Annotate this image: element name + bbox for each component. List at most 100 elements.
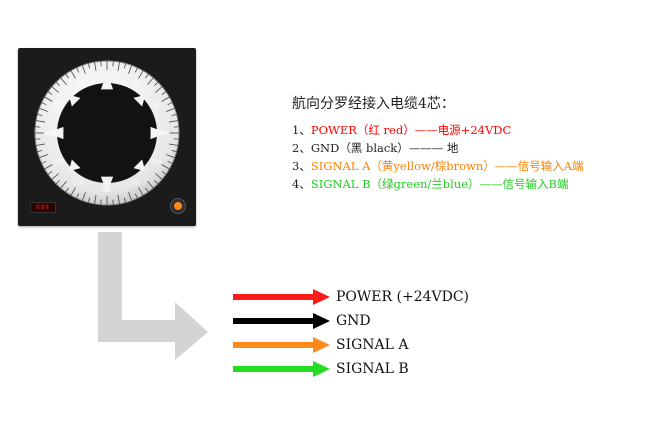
dial-tick — [145, 73, 149, 79]
dial-tick — [39, 107, 48, 112]
wire-desc: （黄yellow/棕brown）——信号输入A端 — [370, 159, 584, 173]
legend-label: GND — [336, 313, 371, 329]
dial-tick — [155, 86, 163, 93]
dial-tick — [37, 113, 43, 117]
orange-arrow-icon — [233, 337, 330, 353]
dial-tick — [94, 62, 97, 72]
black-arrow-icon — [233, 313, 330, 329]
dial-tick — [161, 91, 167, 95]
dial-tick — [167, 102, 173, 106]
dial-tick — [41, 102, 47, 106]
wire-power: 1、POWER（红 red）——电源+24VDC — [292, 121, 584, 139]
adjust-knob[interactable] — [170, 198, 186, 214]
dial-tick — [44, 96, 53, 102]
wire-gnd: 2、GND（黑 black）——— 地 — [292, 139, 584, 157]
dial-label: 330 — [74, 82, 84, 88]
dial-label: 150 — [131, 180, 141, 186]
dial-label: 0 — [105, 74, 108, 80]
dial-label: 120 — [152, 160, 162, 166]
dial-tick — [161, 171, 167, 175]
dial-tick — [70, 70, 76, 79]
dial-label: 30 — [132, 82, 138, 88]
dial-label: 60 — [153, 103, 159, 109]
dial-tick — [154, 180, 159, 185]
dial-tick — [147, 181, 154, 189]
wire-desc: （黑 black）——— 地 — [339, 141, 459, 155]
dial-tick — [65, 187, 69, 193]
dial-tick — [168, 143, 178, 146]
wire-number: 2、 — [292, 141, 311, 155]
dial-label: 210 — [74, 180, 84, 186]
dial-tick — [55, 81, 60, 86]
dial-tick — [138, 187, 144, 196]
dial-tick — [94, 194, 97, 204]
dial-tick — [47, 91, 53, 95]
compass-point — [47, 126, 64, 140]
dial-tick — [161, 96, 170, 102]
wire-number: 3、 — [292, 159, 311, 173]
dial-tick — [47, 171, 53, 175]
dial-tick — [39, 154, 48, 159]
dial-tick — [65, 73, 69, 79]
wire-name: SIGNAL A — [310, 159, 371, 173]
dial-tick — [36, 120, 46, 123]
legend-power: POWER (+24VDC) — [233, 287, 493, 307]
dial-tick — [37, 149, 43, 153]
compass-point — [133, 159, 146, 172]
compass-point — [68, 94, 81, 107]
dial-tick — [70, 187, 76, 196]
dial-label: 180 — [102, 188, 112, 194]
wire-signal-a: 3、SIGNAL A（黄yellow/棕brown）——信号输入A端 — [292, 157, 584, 175]
dial-tick — [60, 77, 67, 85]
red-arrow-icon — [233, 289, 330, 305]
dial-tick — [76, 193, 80, 199]
legend-label: POWER (+24VDC) — [336, 289, 470, 305]
wire-number: 1、 — [292, 123, 311, 137]
compass-point — [133, 94, 146, 107]
dial-tick — [134, 67, 138, 73]
dial-tick — [41, 160, 47, 164]
digital-display: 888 — [30, 202, 56, 213]
dial-tick — [123, 63, 127, 69]
dial-tick — [36, 143, 46, 146]
dial-tick — [44, 164, 53, 170]
wire-name: SIGNAL B — [310, 177, 371, 191]
dial-tick — [166, 154, 175, 159]
dial-tick — [161, 164, 170, 170]
wire-list: 1、POWER（红 red）——电源+24VDC 2、GND（黑 black）—… — [292, 121, 584, 193]
compass-point — [100, 176, 114, 193]
wire-desc: （红 red）——电源+24VDC — [356, 123, 512, 137]
cable-title: 航向分罗经接入电缆4芯： — [292, 96, 455, 112]
dial-tick — [171, 113, 177, 117]
dial-tick — [76, 67, 80, 73]
compass-point — [68, 159, 81, 172]
dial-tick — [134, 193, 138, 199]
dial-tick — [138, 70, 144, 79]
wire-desc: （绿green/兰blue）——信号输入B端 — [370, 177, 569, 191]
dial-label: 270 — [45, 131, 55, 137]
legend-signal-a: SIGNAL A — [233, 335, 493, 355]
dial-tick — [55, 180, 60, 185]
dial-tick — [87, 63, 91, 69]
dial-tick — [60, 181, 67, 189]
dial-tick — [145, 187, 149, 193]
dial-tick — [147, 77, 154, 85]
green-arrow-icon — [233, 361, 330, 377]
dial-tick — [128, 192, 133, 201]
dial-tick — [117, 194, 120, 204]
dial-tick — [155, 173, 163, 180]
dial-tick — [167, 160, 173, 164]
dial-tick — [81, 65, 86, 74]
legend-gnd: GND — [233, 311, 493, 331]
compass-point — [150, 126, 167, 140]
legend-label: SIGNAL B — [336, 361, 409, 377]
dial-tick — [128, 65, 133, 74]
legend-label: SIGNAL A — [336, 337, 409, 353]
dial-label: 90 — [161, 131, 167, 137]
dial-label: 300 — [53, 103, 63, 109]
wire-name: GND — [310, 141, 340, 155]
dial-tick — [154, 81, 159, 86]
dial-tick — [166, 107, 175, 112]
wire-number: 4、 — [292, 177, 311, 191]
